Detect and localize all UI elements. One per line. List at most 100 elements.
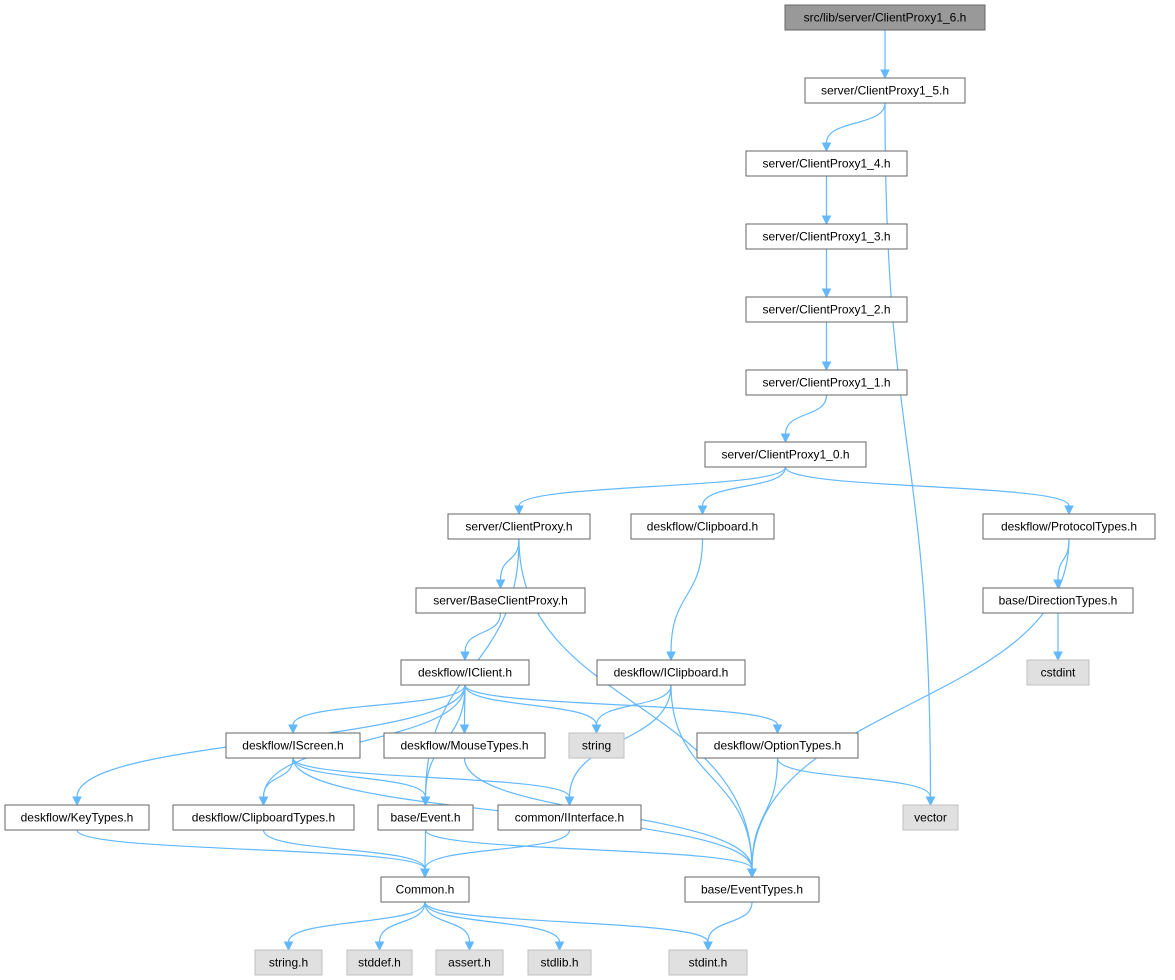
edge-arrowhead (283, 941, 294, 952)
node-deskflow-iclipboard-h[interactable]: deskflow/IClipboard.h (596, 659, 746, 686)
edge-arrowhead (821, 361, 832, 372)
edge-iscreen-to-cliptypes (258, 757, 294, 807)
edge-cp11-to-cp10 (780, 394, 828, 444)
node-deskflow-keytypes-h[interactable]: deskflow/KeyTypes.h (4, 804, 150, 831)
node-server-clientproxy1-3-h[interactable]: server/ClientProxy1_3.h (745, 223, 908, 250)
node-box (377, 804, 474, 831)
edge-arrowhead (258, 796, 269, 807)
node-box (704, 441, 867, 468)
node-label: deskflow/KeyTypes.h (21, 811, 134, 825)
node-label: deskflow/IScreen.h (242, 739, 343, 753)
node-label: server/BaseClientProxy.h (433, 594, 568, 608)
edge-line (292, 757, 571, 798)
edge-arrowhead (564, 796, 575, 807)
node-stdlib-h: stdlib.h (527, 949, 592, 976)
edge-line (287, 901, 426, 943)
node-box (172, 804, 355, 831)
edge-arrowhead (459, 724, 470, 735)
node-deskflow-protocoltypes-h[interactable]: deskflow/ProtocolTypes.h (982, 513, 1156, 540)
node-deskflow-clipboard-h[interactable]: deskflow/Clipboard.h (630, 513, 775, 540)
node-label: stdlib.h (540, 956, 578, 970)
node-box (415, 587, 586, 614)
node-deskflow-clipboardtypes-h[interactable]: deskflow/ClipboardTypes.h (172, 804, 355, 831)
edge-arrowhead (464, 941, 475, 952)
edge-line (424, 901, 709, 943)
edge-arrowhead (591, 724, 602, 735)
edge-common-to-stdlib (424, 901, 565, 952)
edge-iscreen-to-event (292, 757, 431, 807)
edge-iiface-to-common (420, 829, 571, 879)
node-label: stddef.h (358, 956, 401, 970)
node-box (447, 513, 591, 540)
edge-line (784, 466, 1070, 507)
edge-cp13-to-cp12 (821, 249, 832, 299)
node-label: string (582, 739, 611, 753)
node-server-clientproxy1-4-h[interactable]: server/ClientProxy1_4.h (745, 150, 908, 177)
node-base-event-h[interactable]: base/Event.h (377, 804, 474, 831)
edge-line (292, 757, 427, 798)
node-label: vector (914, 811, 947, 825)
node-server-clientproxy1-2-h[interactable]: server/ClientProxy1_2.h (745, 296, 908, 323)
node-label: base/Event.h (390, 811, 460, 825)
node-deskflow-iscreen-h[interactable]: deskflow/IScreen.h (225, 732, 361, 759)
node-label: deskflow/ProtocolTypes.h (1001, 520, 1137, 534)
node-box (696, 732, 859, 759)
node-label: deskflow/IClipboard.h (614, 666, 729, 680)
node-box (596, 659, 746, 686)
edge-arrowhead (288, 724, 298, 735)
node-box (745, 296, 908, 323)
node-deskflow-optiontypes-h[interactable]: deskflow/OptionTypes.h (696, 732, 859, 759)
edge-line (378, 901, 426, 943)
node-deskflow-mousetypes-h[interactable]: deskflow/MouseTypes.h (383, 732, 546, 759)
node-string: string (568, 732, 625, 759)
node-src-lib-server-clientproxy1-6-h[interactable]: src/lib/server/ClientProxy1_6.h (784, 4, 986, 31)
node-box (1026, 659, 1090, 686)
edge-line (464, 684, 598, 726)
edge-arrowhead (1053, 651, 1063, 662)
edge-event-to-evtypes (424, 829, 757, 879)
node-box (630, 513, 775, 540)
edge-arrowhead (1064, 505, 1074, 516)
node-box (527, 949, 592, 976)
node-box (4, 804, 150, 831)
node-label: deskflow/OptionTypes.h (714, 739, 841, 753)
edge-line (884, 102, 932, 798)
node-common-h[interactable]: Common.h (380, 876, 470, 903)
edge-arrowhead (880, 69, 890, 80)
edge-iclient-to-option (464, 684, 783, 735)
edge-line (751, 757, 779, 870)
edge-common-to-stddef (374, 901, 426, 952)
node-deskflow-iclient-h[interactable]: deskflow/IClient.h (400, 659, 530, 686)
edge-arrowhead (821, 215, 832, 226)
node-string-h: string.h (254, 949, 323, 976)
node-box (346, 949, 413, 976)
edge-arrowhead (554, 941, 565, 952)
edge-line (518, 466, 787, 507)
node-server-baseclientproxy-h[interactable]: server/BaseClientProxy.h (415, 587, 586, 614)
node-label: server/ClientProxy1_2.h (762, 303, 890, 317)
node-base-directiontypes-h[interactable]: base/DirectionTypes.h (982, 587, 1134, 614)
node-server-clientproxy1-5-h[interactable]: server/ClientProxy1_5.h (804, 77, 966, 104)
node-cstdint: cstdint (1026, 659, 1090, 686)
node-box (254, 949, 323, 976)
node-box (745, 369, 908, 396)
node-label: assert.h (448, 956, 491, 970)
node-label: deskflow/ClipboardTypes.h (192, 811, 335, 825)
edge-line (464, 612, 502, 653)
node-label: base/DirectionTypes.h (999, 594, 1118, 608)
node-box (225, 732, 361, 759)
node-server-clientproxy-h[interactable]: server/ClientProxy.h (447, 513, 591, 540)
edge-cp10-to-proto (784, 466, 1074, 516)
node-box (982, 513, 1156, 540)
node-box (435, 949, 504, 976)
edge-line (670, 538, 704, 653)
node-server-clientproxy1-0-h[interactable]: server/ClientProxy1_0.h (704, 441, 867, 468)
node-common-iinterface-h[interactable]: common/IInterface.h (497, 804, 642, 831)
edge-cp10-to-clip (697, 466, 787, 516)
edge-cp15-to-vector (884, 102, 936, 807)
node-box (497, 804, 642, 831)
node-server-clientproxy1-1-h[interactable]: server/ClientProxy1_1.h (745, 369, 908, 396)
node-label: Common.h (396, 883, 455, 897)
node-box (745, 223, 908, 250)
node-base-eventtypes-h[interactable]: base/EventTypes.h (684, 876, 820, 903)
